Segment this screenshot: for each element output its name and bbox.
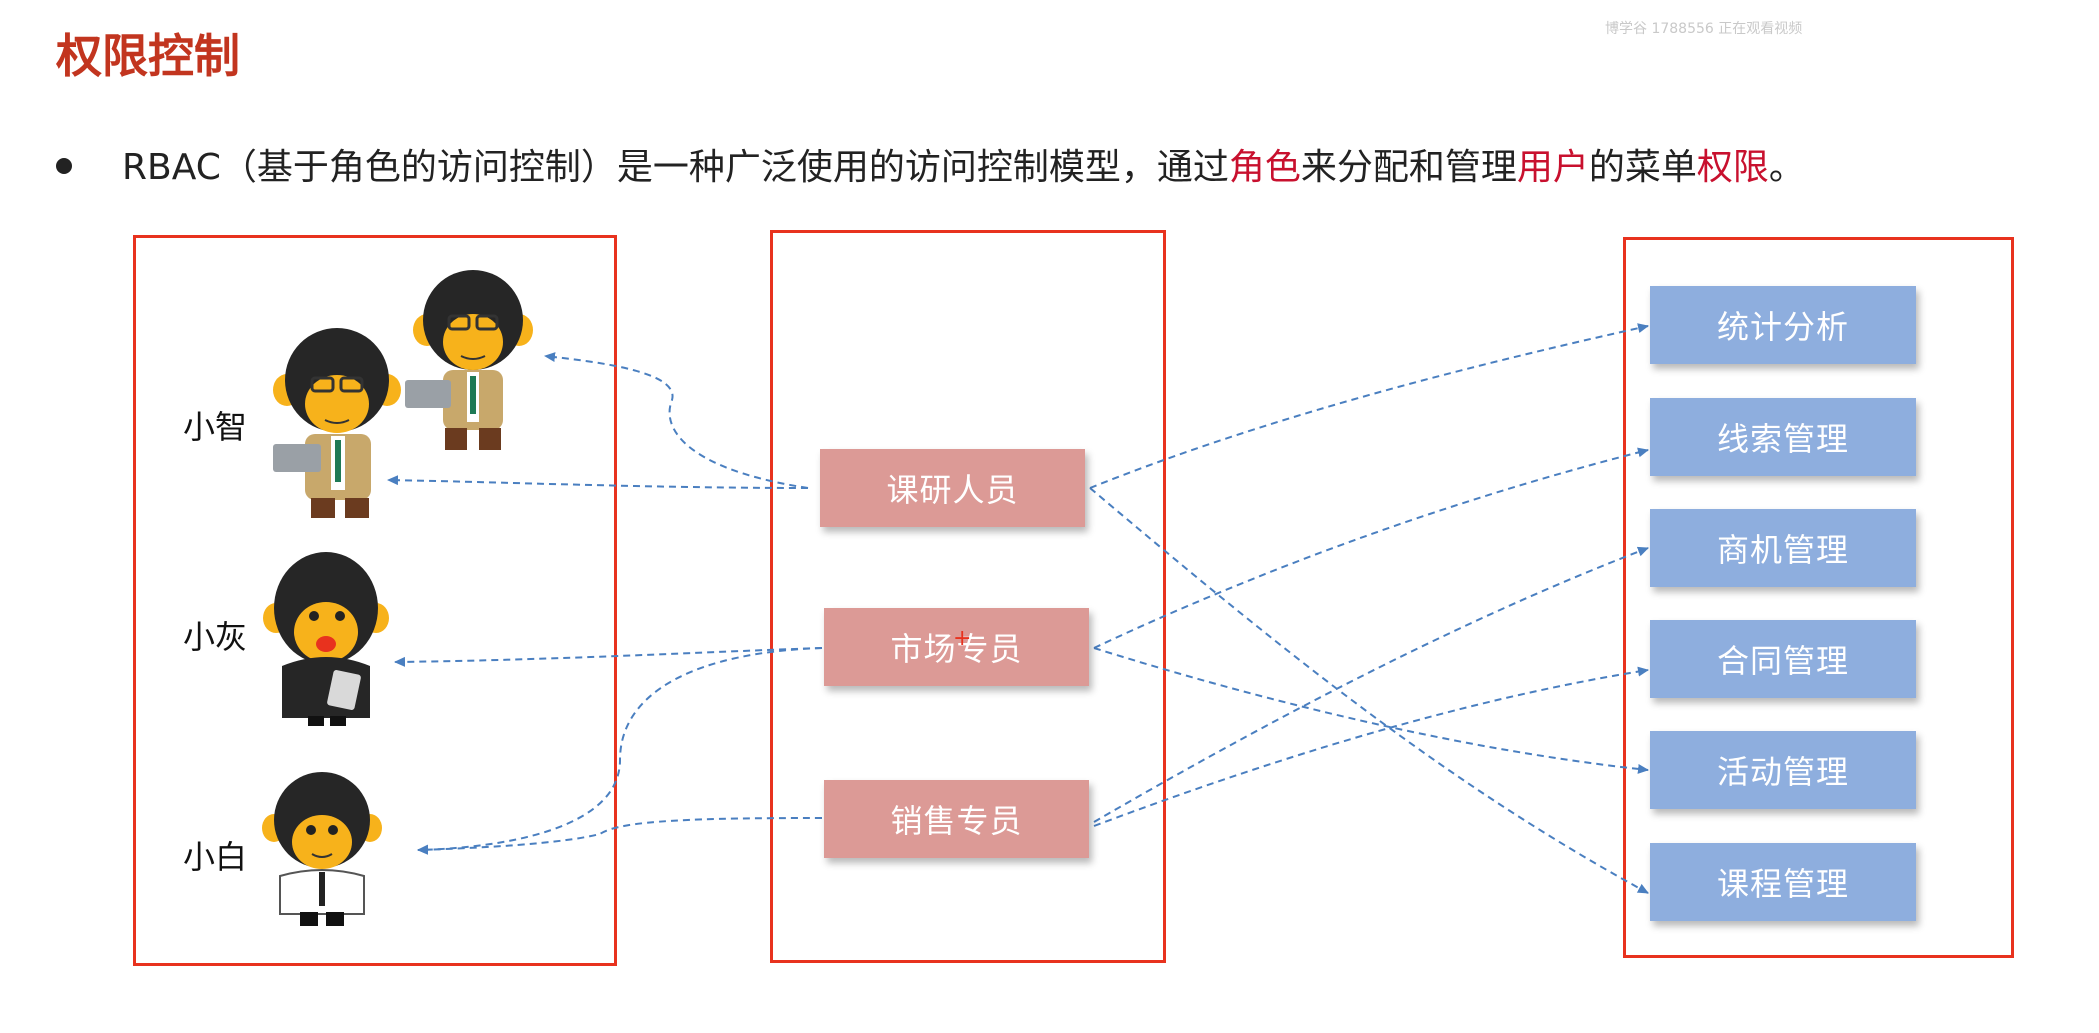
menu-courses: 课程管理 (1650, 843, 1916, 921)
arrow-xiaoshou-to-hetong (1094, 670, 1648, 826)
arrow-yanjiu-to-xiaozhi (388, 480, 808, 488)
arrow-yanjiu-to-tongji (1090, 326, 1648, 488)
menu-leads: 线索管理 (1650, 398, 1916, 476)
menu-activities: 活动管理 (1650, 731, 1916, 809)
role-kecheng-researcher: 课研人员 (820, 449, 1085, 527)
menu-contracts: 合同管理 (1650, 620, 1916, 698)
arrow-shichang-to-xiaobai (418, 648, 822, 850)
arrow-yanjiu-to-xiaozhi-back (545, 356, 808, 488)
arrow-yanjiu-to-kecheng (1090, 488, 1648, 893)
arrow-shichang-to-huodong (1094, 648, 1648, 770)
cursor-icon: + (953, 628, 971, 650)
arrow-shichang-to-xiaohui (395, 648, 822, 662)
role-sales-specialist: 销售专员 (824, 780, 1089, 858)
arrow-shichang-to-xiansuo (1094, 450, 1648, 648)
menu-opportunities: 商机管理 (1650, 509, 1916, 587)
menu-statistics: 统计分析 (1650, 286, 1916, 364)
